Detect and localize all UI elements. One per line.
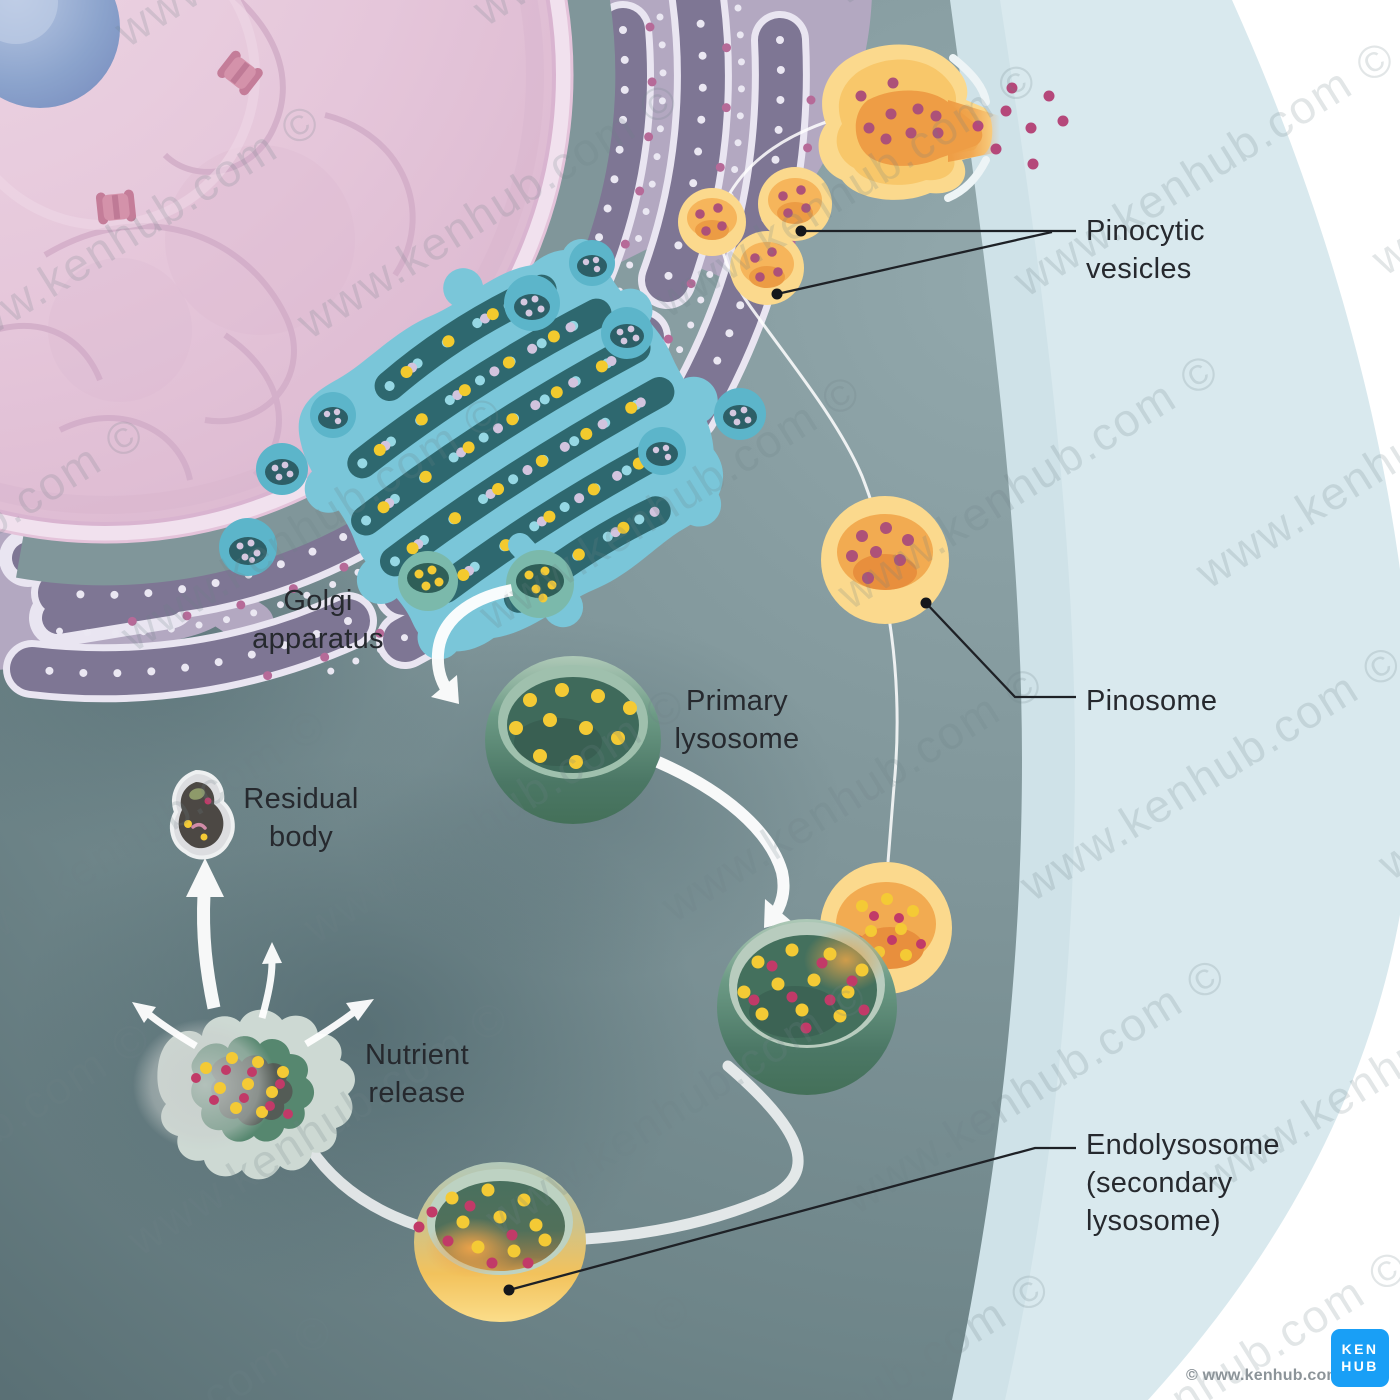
particle-dots (191, 1065, 293, 1119)
budding-lysosome (506, 550, 574, 618)
pinocytic-vesicle (758, 167, 832, 241)
pinosome (821, 496, 949, 624)
label-pinocytic-vesicles: Pinocytic vesicles (1086, 215, 1205, 285)
nucleus-inner-shade (0, 0, 544, 514)
label-line-pinocytic-vesicles (776, 230, 1053, 296)
label-lines (508, 229, 1076, 1292)
golgi-vesicle (256, 443, 308, 495)
particle-dots (413, 1200, 534, 1269)
fusing-lysosome (717, 919, 897, 1095)
label-primary-lysosome: Primary lysosome (674, 685, 800, 755)
extracellular-space (1148, 0, 1400, 1400)
endolysosome-fusion (717, 862, 952, 1095)
label-nutrient-release: Nutrient release (365, 1039, 469, 1109)
nuclear-pore (217, 50, 263, 96)
pinocytic-vesicle (730, 231, 804, 305)
particle-dots (748, 957, 870, 1034)
label-line-endolysosome (508, 1146, 1076, 1292)
enzyme-dots (737, 943, 869, 1023)
arrowhead (346, 999, 374, 1021)
arrowhead (132, 1002, 156, 1023)
extracellular-particles (972, 82, 1069, 170)
nucleolus-highlight (0, 0, 58, 44)
membrane-lips (944, 54, 990, 202)
pathway-line (718, 114, 899, 863)
label-residual-body: Residual body (243, 783, 359, 853)
golgi-vesicle (714, 388, 766, 440)
arrowhead (186, 858, 224, 897)
golgi-vesicles (219, 240, 766, 576)
label-golgi-apparatus: Golgi apparatus (252, 585, 384, 655)
primary-lysosome (485, 656, 661, 824)
nutrient-release-arrows (132, 858, 374, 1050)
arrow-lysosome-to-endolysosome (655, 756, 790, 922)
cell-membrane (950, 0, 1400, 1400)
copyright-text: © www.kenhub.com (1186, 1367, 1341, 1384)
enzyme-dots (445, 1183, 552, 1258)
label-line-pinosome (925, 602, 1076, 699)
ingested-particles (855, 77, 944, 145)
golgi-vesicle (219, 518, 277, 576)
pinocytic-invagination (818, 44, 1000, 202)
nutrient-release-body (133, 1009, 355, 1180)
residual-body (169, 769, 235, 860)
kenhub-logo-line1: KEN (1341, 1341, 1379, 1357)
arrowhead (262, 942, 282, 964)
membrane-band-light (1000, 0, 1400, 1400)
kenhub-logo[interactable]: KEN HUB (1331, 1329, 1389, 1387)
kenhub-logo-line2: HUB (1341, 1358, 1379, 1374)
arrowhead (764, 899, 791, 928)
arrow-to-residual-body (196, 893, 221, 1010)
enzyme-dots (509, 683, 637, 769)
golgi-vesicle (601, 307, 653, 359)
pathway-arc (304, 1060, 804, 1247)
golgi-vesicle (569, 240, 615, 286)
arrow-golgi-to-lysosome (431, 584, 514, 698)
golgi-vesicle (310, 392, 356, 438)
golgi-vesicle (638, 427, 686, 475)
nuclear-pore (95, 189, 137, 225)
arrow-release-up (258, 961, 276, 1019)
pinocytic-vesicle (678, 188, 746, 256)
label-endolysosome: Endolysosome (secondary lysosome) (1086, 1129, 1280, 1237)
enzyme-dots (200, 1052, 289, 1118)
ingested-particles (846, 522, 914, 584)
arrowhead (431, 675, 459, 704)
label-pinosome: Pinosome (1086, 685, 1218, 717)
golgi-vesicle (504, 275, 560, 331)
flow-arrows (431, 584, 791, 928)
budding-lysosome (398, 551, 458, 611)
label-anchor-dots (503, 225, 932, 1296)
